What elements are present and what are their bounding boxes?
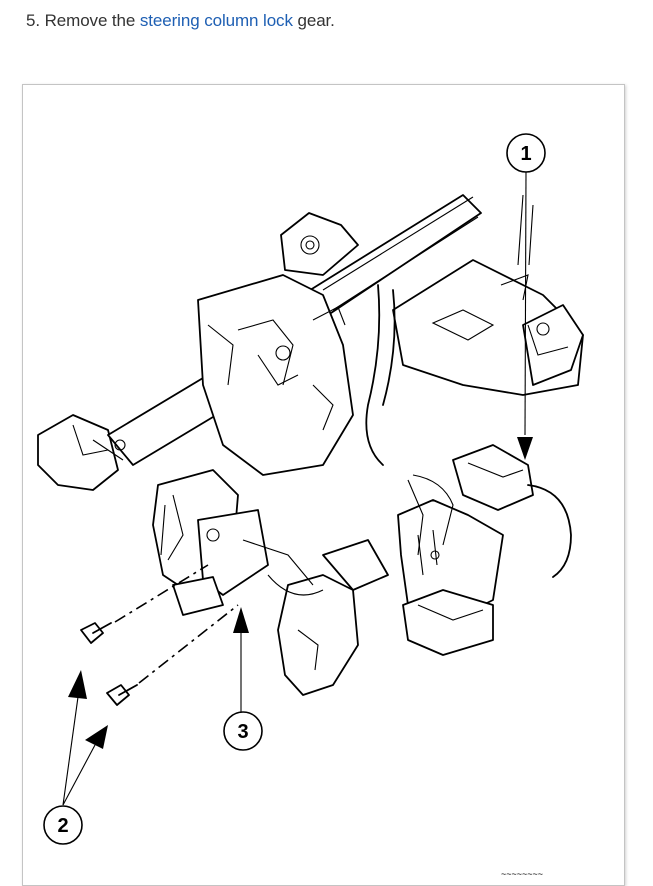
step-instruction: 5. Remove the steering column lock gear.: [26, 11, 335, 31]
figure-corner-text: ~~~~~~~~: [501, 869, 543, 879]
step-prefix: 5. Remove the: [26, 11, 140, 30]
callout-1-label: 1: [520, 143, 531, 165]
callout-2: 2: [43, 805, 83, 845]
steering-column-diagram: 1 3 2 ~~~~~~~~: [22, 84, 625, 886]
callout-2-label: 2: [57, 815, 68, 837]
steering-column-lock-link[interactable]: steering column lock: [139, 11, 293, 30]
step-suffix: gear.: [292, 11, 335, 30]
callout-1: 1: [506, 133, 546, 173]
callout-3-label: 3: [237, 721, 248, 743]
callout-3: 3: [223, 711, 263, 751]
steering-column-drawing: 1 3 2 ~~~~~~~~: [37, 133, 584, 879]
